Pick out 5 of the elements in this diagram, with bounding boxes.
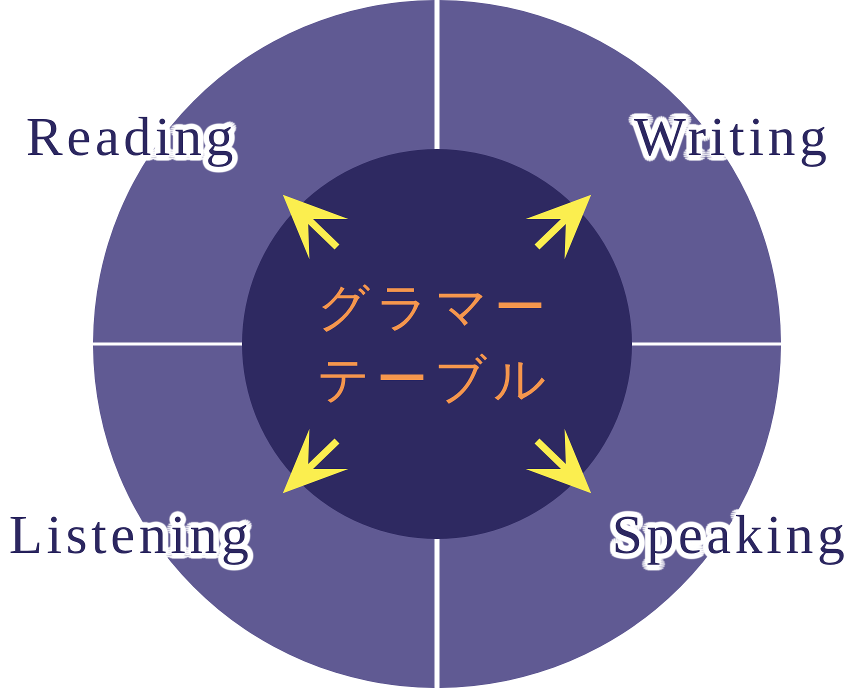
arrow <box>526 428 592 494</box>
arrow <box>526 194 592 260</box>
center-title: グラマーテーブル <box>317 277 553 412</box>
arrow <box>282 194 348 260</box>
arrow <box>282 428 348 494</box>
